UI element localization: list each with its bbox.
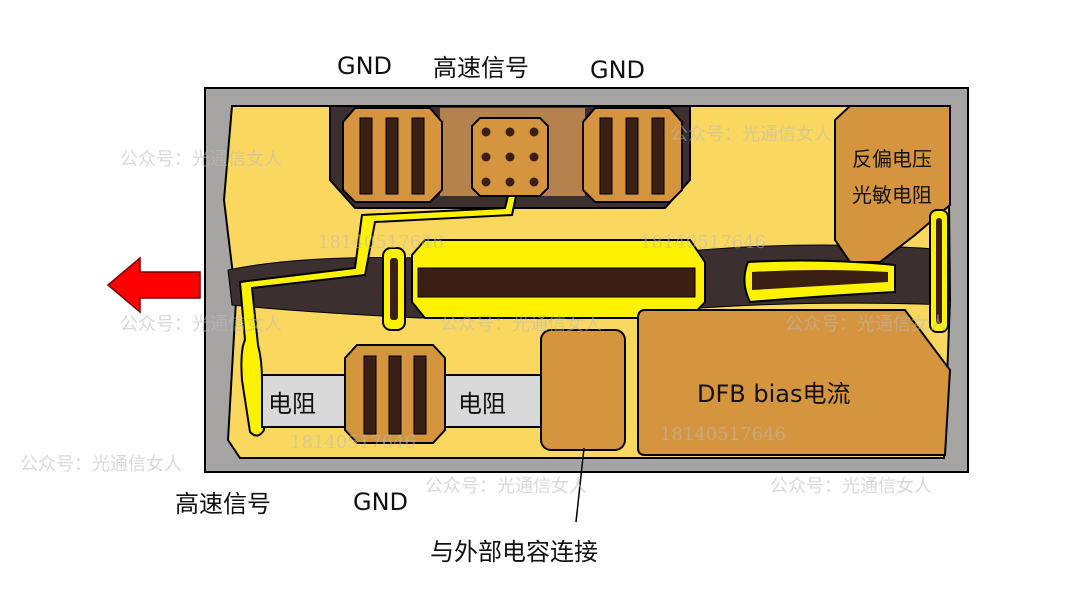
gnd-pad-top-left <box>342 107 443 203</box>
bond-dot <box>529 152 539 162</box>
bond-dot <box>505 152 515 162</box>
laser-stripe <box>417 267 696 298</box>
photodiode-pad <box>834 105 951 263</box>
watermark: 公众号：光通信女人 <box>120 149 282 170</box>
bond-dot <box>529 177 539 187</box>
label-resistor-left: 电阻 <box>268 390 316 418</box>
label-high-speed-bottom: 高速信号 <box>175 490 271 518</box>
watermark: 公众号：光通信女人 <box>770 476 932 497</box>
dfb-bias-pad <box>637 309 952 456</box>
watermark: 公众号：光通信女人 <box>20 454 182 475</box>
label-gnd-top-right: GND <box>590 56 645 84</box>
watermark: 18140517646 <box>640 232 766 253</box>
bond-dot <box>505 177 515 187</box>
gnd-pad-bottom <box>344 344 446 444</box>
watermark: 公众号：光通信女人 <box>670 124 832 145</box>
bond-dot <box>481 152 491 162</box>
watermark: 18140517646 <box>318 232 444 253</box>
signal-pad-top <box>471 117 549 197</box>
watermark: 公众号：光通信女人 <box>440 314 602 335</box>
label-external-capacitor: 与外部电容连接 <box>430 538 598 566</box>
watermarks: 公众号：光通信女人 公众号：光通信女人 公众号：光通信女人 公众号：光通信女人 … <box>20 124 947 497</box>
gnd-pad-top-right <box>582 107 683 203</box>
label-gnd-top-left: GND <box>337 52 392 80</box>
bond-dot <box>529 127 539 137</box>
watermark: 公众号：光通信女人 <box>425 476 587 497</box>
signal-trace <box>238 195 518 437</box>
label-dfb-bias: DFB bias电流 <box>697 380 851 408</box>
watermark: 18140517646 <box>660 424 786 445</box>
bond-dot <box>481 177 491 187</box>
watermark: 公众号：光通信女人 <box>120 314 282 335</box>
label-resistor-right: 电阻 <box>458 390 506 418</box>
output-arrow <box>106 256 201 314</box>
leader-line <box>575 447 585 523</box>
label-reverse-bias: 反偏电压 <box>852 147 932 171</box>
watermark: 公众号：光通信女人 <box>785 314 947 335</box>
bond-dot <box>481 127 491 137</box>
label-gnd-bottom: GND <box>353 488 408 516</box>
label-photoresistor: 光敏电阻 <box>852 183 932 207</box>
label-high-speed-top: 高速信号 <box>433 54 529 82</box>
capacitor-pad <box>540 329 626 451</box>
watermark: 18140517646 <box>290 432 416 453</box>
bond-dot <box>505 127 515 137</box>
